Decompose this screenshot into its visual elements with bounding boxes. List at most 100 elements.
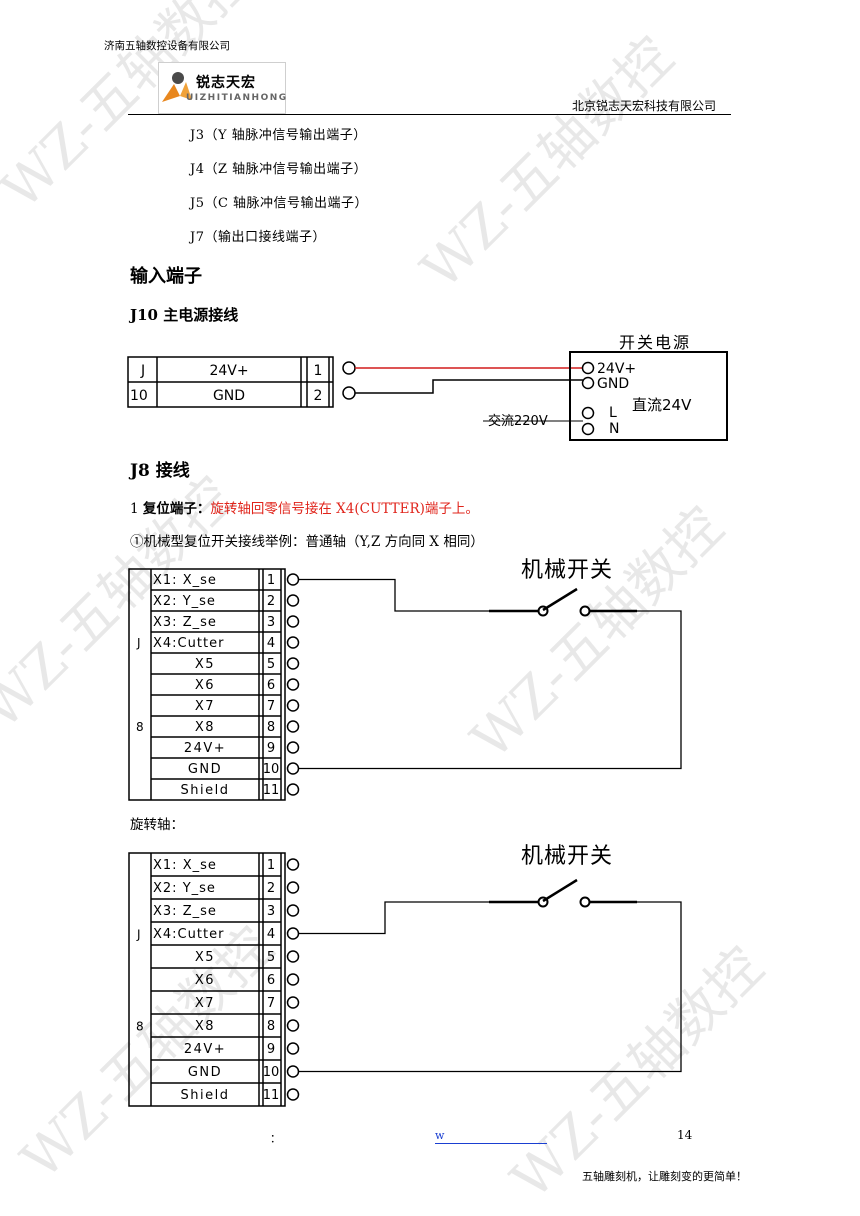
terminal-name: X7 bbox=[195, 699, 215, 714]
terminal-pin: 1 bbox=[267, 573, 275, 588]
j10-wiring-diagram: J 10 24V+ GND 1 2 开关电源 24V+ GND L N 直流24… bbox=[127, 333, 728, 441]
terminal-circle bbox=[286, 1042, 300, 1055]
switch-label: 机械开关 bbox=[521, 844, 613, 869]
logo-subtext: UIZHITIANHONG bbox=[186, 93, 288, 103]
reset-paragraph: 1 复位端子：旋转轴回零信号接在 X4(CUTTER)端子上。 bbox=[130, 497, 479, 517]
terminal-circle bbox=[286, 973, 300, 986]
terminal-name: 24V+ bbox=[209, 363, 248, 379]
terminal-pin: 11 bbox=[263, 783, 280, 798]
switch-contact-icon bbox=[579, 896, 591, 908]
terminal-pin: 8 bbox=[267, 1019, 275, 1034]
terminal-pin: 4 bbox=[267, 927, 275, 942]
connector-frame bbox=[128, 852, 286, 1107]
terminal-name: GND bbox=[188, 1065, 222, 1080]
terminal-circle bbox=[286, 615, 300, 628]
terminal-pin: 8 bbox=[267, 720, 275, 735]
terminal-name: X4:Cutter bbox=[153, 927, 224, 942]
switch-label: 机械开关 bbox=[521, 558, 613, 583]
subsection-heading-j8: J8 接线 bbox=[130, 461, 190, 481]
terminal-pin: 7 bbox=[267, 699, 275, 714]
terminal-circle bbox=[286, 594, 300, 607]
terminal-circle bbox=[286, 762, 300, 775]
terminal-pin: 6 bbox=[267, 973, 275, 988]
psu-terminal: 24V+ bbox=[597, 361, 636, 377]
connector-label-8: 8 bbox=[136, 1020, 144, 1034]
terminal-circle bbox=[286, 1019, 300, 1032]
terminal-circle bbox=[286, 904, 300, 917]
terminal-pin: 3 bbox=[267, 615, 275, 630]
connector-label-j: J bbox=[136, 928, 141, 942]
terminal-name: X4:Cutter bbox=[153, 636, 224, 651]
psu-terminal: L bbox=[609, 405, 617, 421]
terminal-pin: 1 bbox=[267, 858, 275, 873]
terminal-circle bbox=[286, 741, 300, 754]
terminal-name: X6 bbox=[195, 973, 215, 988]
terminal-circle bbox=[286, 858, 300, 871]
terminal-pin: 10 bbox=[263, 762, 280, 777]
ground-wire bbox=[299, 610, 682, 770]
terminal-name: X2: Y_se bbox=[153, 881, 216, 896]
terminal-circle bbox=[286, 783, 300, 796]
terminal-name: 24V+ bbox=[184, 1042, 226, 1057]
connector-label-j: J bbox=[140, 363, 145, 379]
terminal-circle bbox=[286, 881, 300, 894]
terminal-name: 24V+ bbox=[184, 741, 226, 756]
terminal-circle bbox=[286, 996, 300, 1009]
terminal-circle bbox=[286, 636, 300, 649]
switch-lever bbox=[542, 587, 578, 612]
watermark: WZ-五轴数控 bbox=[409, 25, 686, 302]
ac-input-label: 交流220V bbox=[488, 413, 548, 429]
terminal-name: X7 bbox=[195, 996, 215, 1011]
rotary-axis-label: 旋转轴： bbox=[130, 817, 184, 833]
header-partner-company: 北京锐志天宏科技有限公司 bbox=[572, 99, 717, 113]
subsection-heading-j10: J10 主电源接线 bbox=[130, 306, 239, 324]
terminal-pin: 3 bbox=[267, 904, 275, 919]
terminal-name: X6 bbox=[195, 678, 215, 693]
page-number: 14 bbox=[677, 1128, 693, 1142]
ground-wire bbox=[299, 901, 682, 1073]
list-item: J4（Z 轴脉冲信号输出端子） bbox=[190, 162, 368, 177]
reset-label: 复位端子： bbox=[142, 501, 211, 517]
psu-title: 开关电源 bbox=[619, 333, 691, 352]
header-divider bbox=[128, 114, 731, 115]
connector-label-j: J bbox=[136, 636, 141, 650]
terminal-name: X3: Z_se bbox=[153, 615, 217, 630]
footer-slogan: 五轴雕刻机，让雕刻变的更简单！ bbox=[582, 1170, 747, 1183]
terminal-pin: 6 bbox=[267, 678, 275, 693]
reset-number: 1 bbox=[130, 501, 139, 517]
logo-mark-icon bbox=[162, 72, 192, 102]
terminal-pin: 5 bbox=[267, 657, 275, 672]
terminal-name: X5 bbox=[195, 950, 215, 965]
connector-label-8: 8 bbox=[136, 720, 144, 734]
terminal-pin: 9 bbox=[267, 1042, 275, 1057]
terminal-circle bbox=[286, 573, 300, 586]
switch-contact-icon bbox=[537, 896, 549, 908]
list-item: J5（C 轴脉冲信号输出端子） bbox=[190, 196, 369, 211]
example-paragraph: ①机械型复位开关接线举例：普通轴（Y,Z 方向同 X 相同） bbox=[130, 534, 484, 550]
terminal-name: X2: Y_se bbox=[153, 594, 216, 609]
terminal-name: X5 bbox=[195, 657, 215, 672]
reset-text: 旋转轴回零信号接在 X4(CUTTER)端子上。 bbox=[210, 501, 479, 517]
list-item: J3（Y 轴脉冲信号输出端子） bbox=[190, 128, 367, 143]
terminal-circle bbox=[286, 1088, 300, 1101]
footer-colon: ： bbox=[270, 1132, 281, 1145]
terminal-name: X3: Z_se bbox=[153, 904, 217, 919]
terminal-pin: 2 bbox=[267, 881, 275, 896]
header-company-name: 济南五轴数控设备有限公司 bbox=[104, 40, 230, 52]
terminal-pin: 7 bbox=[267, 996, 275, 1011]
connector-frame bbox=[128, 568, 286, 801]
terminal-circle bbox=[286, 950, 300, 963]
switch-contact-icon bbox=[579, 605, 591, 617]
section-heading: 输入端子 bbox=[130, 266, 202, 287]
terminal-pin: 2 bbox=[267, 594, 275, 609]
list-item: J7（输出口接线端子） bbox=[190, 230, 326, 245]
terminal-name: Shield bbox=[181, 1088, 230, 1103]
connector-label-10: 10 bbox=[130, 388, 148, 404]
terminal-name: GND bbox=[188, 762, 222, 777]
terminal-circle bbox=[286, 699, 300, 712]
footer-link[interactable]: w bbox=[435, 1129, 547, 1144]
terminal-name: GND bbox=[213, 388, 245, 404]
terminal-pin: 10 bbox=[263, 1065, 280, 1080]
terminal-pin: 9 bbox=[267, 741, 275, 756]
